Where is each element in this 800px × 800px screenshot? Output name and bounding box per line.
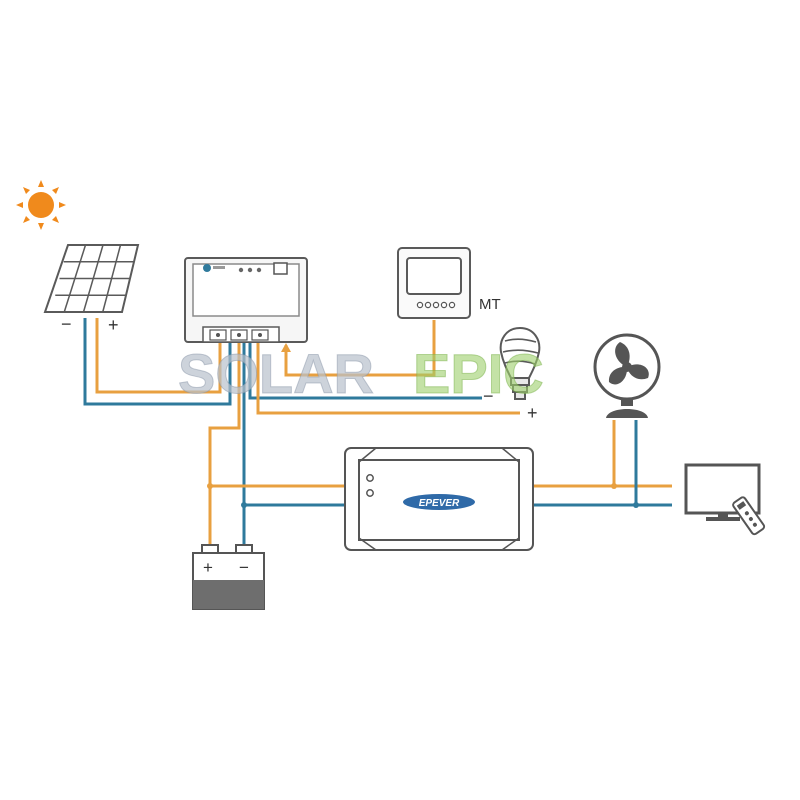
panel-plus-label: + [108, 315, 119, 335]
load-plus-label: + [527, 403, 538, 423]
load-minus-label: − [483, 386, 494, 406]
battery-minus-label: − [239, 558, 249, 577]
remote-control-icon [732, 496, 766, 536]
watermark-part2: EPIC [413, 342, 544, 405]
wiring [83, 318, 672, 545]
watermark: SOLAR EPIC [178, 342, 545, 406]
load-positive-wire [256, 340, 520, 415]
watermark-part1: SOLAR [178, 342, 374, 405]
charge-controller-icon [184, 257, 308, 343]
panel-negative-wire [83, 318, 232, 406]
sun-icon [16, 180, 66, 230]
meter-cable-arrow [281, 343, 291, 352]
meter-model-label: MT [479, 296, 501, 313]
fan-icon [593, 333, 661, 418]
remote-meter-icon [397, 247, 471, 319]
inverter-icon [344, 447, 534, 551]
meter-cable [284, 320, 436, 377]
battery-icon [192, 544, 265, 610]
light-bulb-icon [499, 326, 541, 400]
inverter-brand-label: EPEVER [419, 498, 460, 509]
battery-plus-label: + [203, 558, 213, 577]
load-negative-wire [248, 340, 482, 400]
junction-dots [207, 483, 639, 508]
panel-minus-label: − [61, 314, 72, 334]
solar-panel-icon [43, 244, 140, 313]
panel-positive-wire [95, 318, 222, 394]
inverter-logo-badge [403, 494, 475, 510]
